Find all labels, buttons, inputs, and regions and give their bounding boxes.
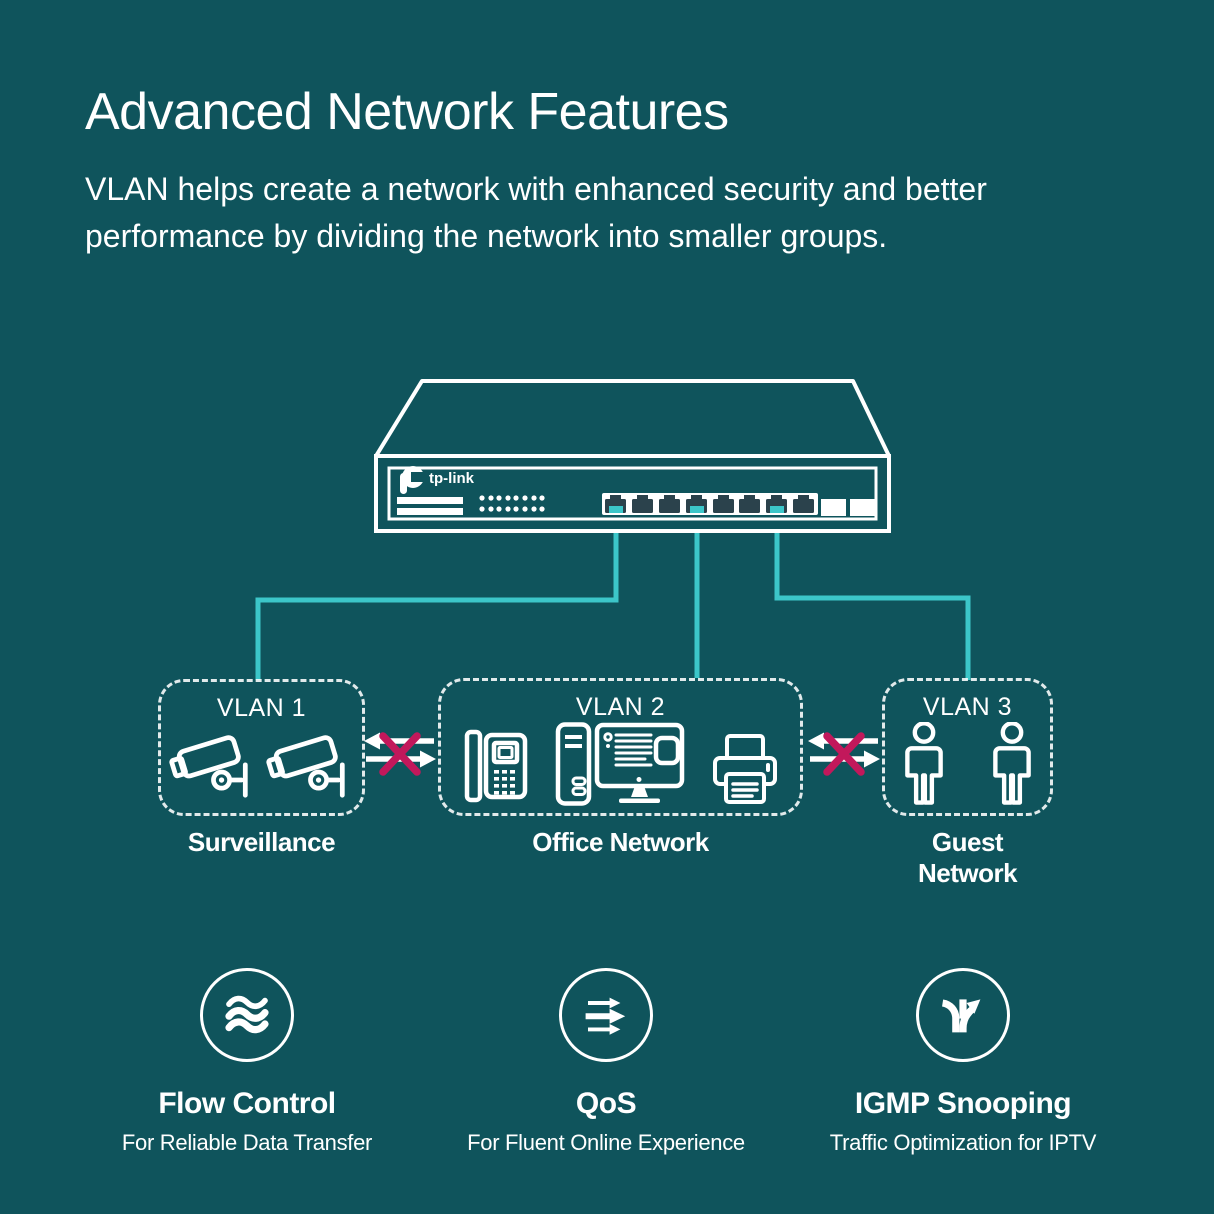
feature-caption: For Fluent Online Experience (467, 1130, 745, 1155)
feature-title: IGMP Snooping (854, 1087, 1072, 1120)
feature-caption: Traffic Optimization for IPTV (829, 1130, 1097, 1155)
tp-link-logo: tp-link (400, 466, 475, 494)
priority-arrows-icon (559, 968, 653, 1062)
feature-flow-control: Flow Control For Reliable Data Transfer (67, 968, 427, 1156)
vlan1-devices (167, 723, 356, 813)
vlan2-group-name: Office Network (532, 827, 709, 857)
connected-port-plugs (609, 506, 784, 513)
vlan1-group-name: Surveillance (187, 827, 336, 857)
status-bars (397, 497, 463, 515)
page-title: Advanced Network Features (85, 83, 729, 141)
feature-title: Flow Control (158, 1087, 336, 1120)
sfp-slots (821, 499, 875, 516)
vlan2-label: VLAN 2 (575, 693, 666, 721)
vlan3-box: VLAN 3 (882, 678, 1053, 816)
vlan3-label: VLAN 3 (922, 693, 1013, 721)
feature-title: QoS (575, 1087, 637, 1120)
waves-icon (200, 968, 294, 1062)
person-icon (987, 722, 1037, 806)
ethernet-port-strip (602, 493, 818, 515)
feature-qos: QoS For Fluent Online Experience (426, 968, 786, 1156)
vlan3-group-name: Guest Network (917, 827, 1018, 888)
vlan2-devices (464, 722, 778, 819)
vlan1-box: VLAN 1 (158, 679, 365, 816)
ip-phone-icon (464, 729, 527, 803)
vlan1-label: VLAN 1 (216, 694, 307, 722)
led-dots (479, 495, 545, 512)
person-icon (899, 722, 949, 806)
page-subtitle: VLAN helps create a network with enhance… (85, 171, 987, 254)
vlan2-box: VLAN 2 (438, 678, 803, 816)
brand-text: tp-link (429, 470, 475, 487)
network-switch-illustration: tp-link (255, 379, 971, 680)
cctv-camera-icon (264, 724, 356, 800)
uplink-cables (255, 514, 971, 680)
feature-igmp-snooping: IGMP Snooping Traffic Optimization for I… (783, 968, 1143, 1156)
split-path-icon (916, 968, 1010, 1062)
cctv-camera-icon (167, 724, 259, 800)
feature-caption: For Reliable Data Transfer (121, 1130, 373, 1155)
vlan3-devices (899, 722, 1037, 819)
desktop-pc-icon (555, 722, 684, 806)
blocked-traffic-icon (364, 732, 436, 776)
printer-icon (712, 734, 777, 804)
blocked-traffic-icon (808, 732, 880, 776)
